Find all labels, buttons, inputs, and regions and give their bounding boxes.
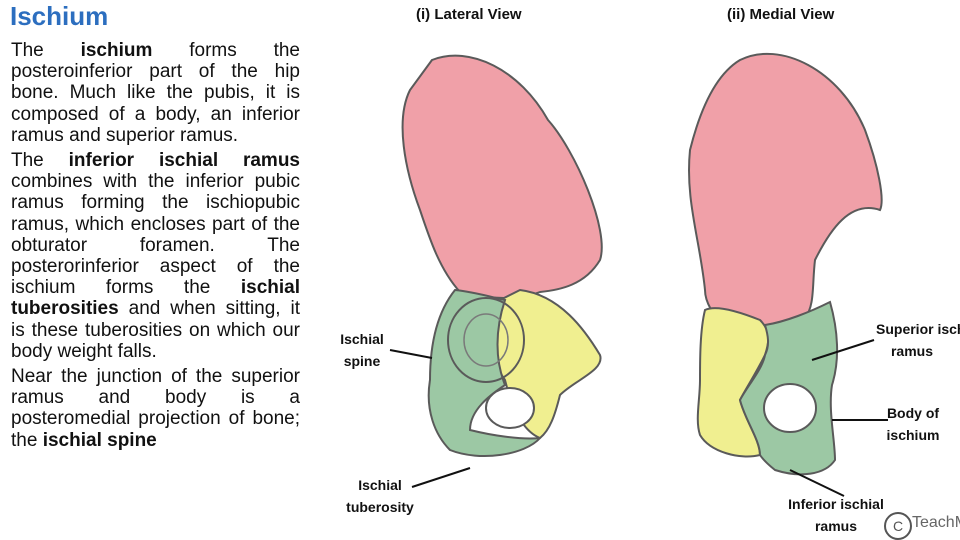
label-line: tuberosity (346, 499, 414, 515)
pointer-superior-ischial-ramus (811, 339, 875, 361)
medial-view-bone (688, 52, 883, 476)
lateral-acetabulum (447, 297, 525, 383)
body-text: The ischium forms the posteroinferior pa… (11, 40, 300, 455)
copyright-logo-icon: C (884, 512, 912, 540)
lateral-obturator-foramen (485, 387, 535, 429)
label-ischial-spine: Ischial spine (336, 328, 388, 372)
label-line: ischium (886, 427, 940, 443)
label-pointer-lines (389, 339, 888, 497)
label-line: Body of (886, 405, 940, 421)
paragraph-3: Near the junction of the superior ramus … (11, 366, 300, 451)
label-body-of-ischium: Body of ischium (884, 402, 942, 446)
text-run: The (11, 40, 81, 61)
watermark-text: TeachMeSe (912, 514, 960, 531)
label-inferior-ischial-ramus: Inferior ischial ramus (786, 493, 886, 537)
label-line: Ischial (340, 331, 384, 347)
label-line: Inferior ischial (788, 496, 884, 512)
lateral-ilium (401, 54, 603, 299)
medial-ilium (688, 52, 883, 330)
lateral-view-title: (i) Lateral View (416, 6, 522, 23)
label-line: Ischial (358, 477, 402, 493)
label-superior-ischial-ramus: Superior ischi ramus (876, 318, 960, 362)
label-line: ramus (890, 343, 934, 359)
text-run: The (11, 150, 69, 172)
text-run: Near the junction of the superior ramus … (11, 366, 300, 451)
bold-term: ischium (80, 40, 153, 61)
medial-obturator-foramen (763, 383, 817, 433)
paragraph-1: The ischium forms the posteroinferior pa… (11, 40, 300, 146)
bold-term: ischial tuberosities (11, 277, 300, 320)
lateral-view-bone (401, 54, 603, 457)
label-line: ramus (814, 518, 858, 534)
bold-term: ischial spine (42, 429, 157, 451)
pointer-ischial-tuberosity (411, 467, 471, 488)
lateral-acetabular-fossa (463, 313, 509, 367)
text-run: and when sitting, it is these tuberositi… (11, 298, 300, 362)
bold-term: inferior ischial ramus (68, 150, 300, 172)
paragraph-2: The inferior ischial ramus combines with… (11, 150, 300, 362)
slide-title: Ischium (10, 1, 109, 31)
medial-view-title: (ii) Medial View (727, 6, 835, 23)
text-run: combines with the inferior pubic ramus f… (11, 171, 300, 299)
pointer-ischial-spine (389, 349, 433, 359)
label-line: Superior ischi (876, 321, 960, 337)
pointer-inferior-ischial-ramus (789, 469, 845, 497)
label-ischial-tuberosity: Ischial tuberosity (344, 474, 416, 518)
text-run: forms the posteroinferior part of the hi… (11, 40, 300, 146)
label-line: spine (343, 353, 381, 369)
